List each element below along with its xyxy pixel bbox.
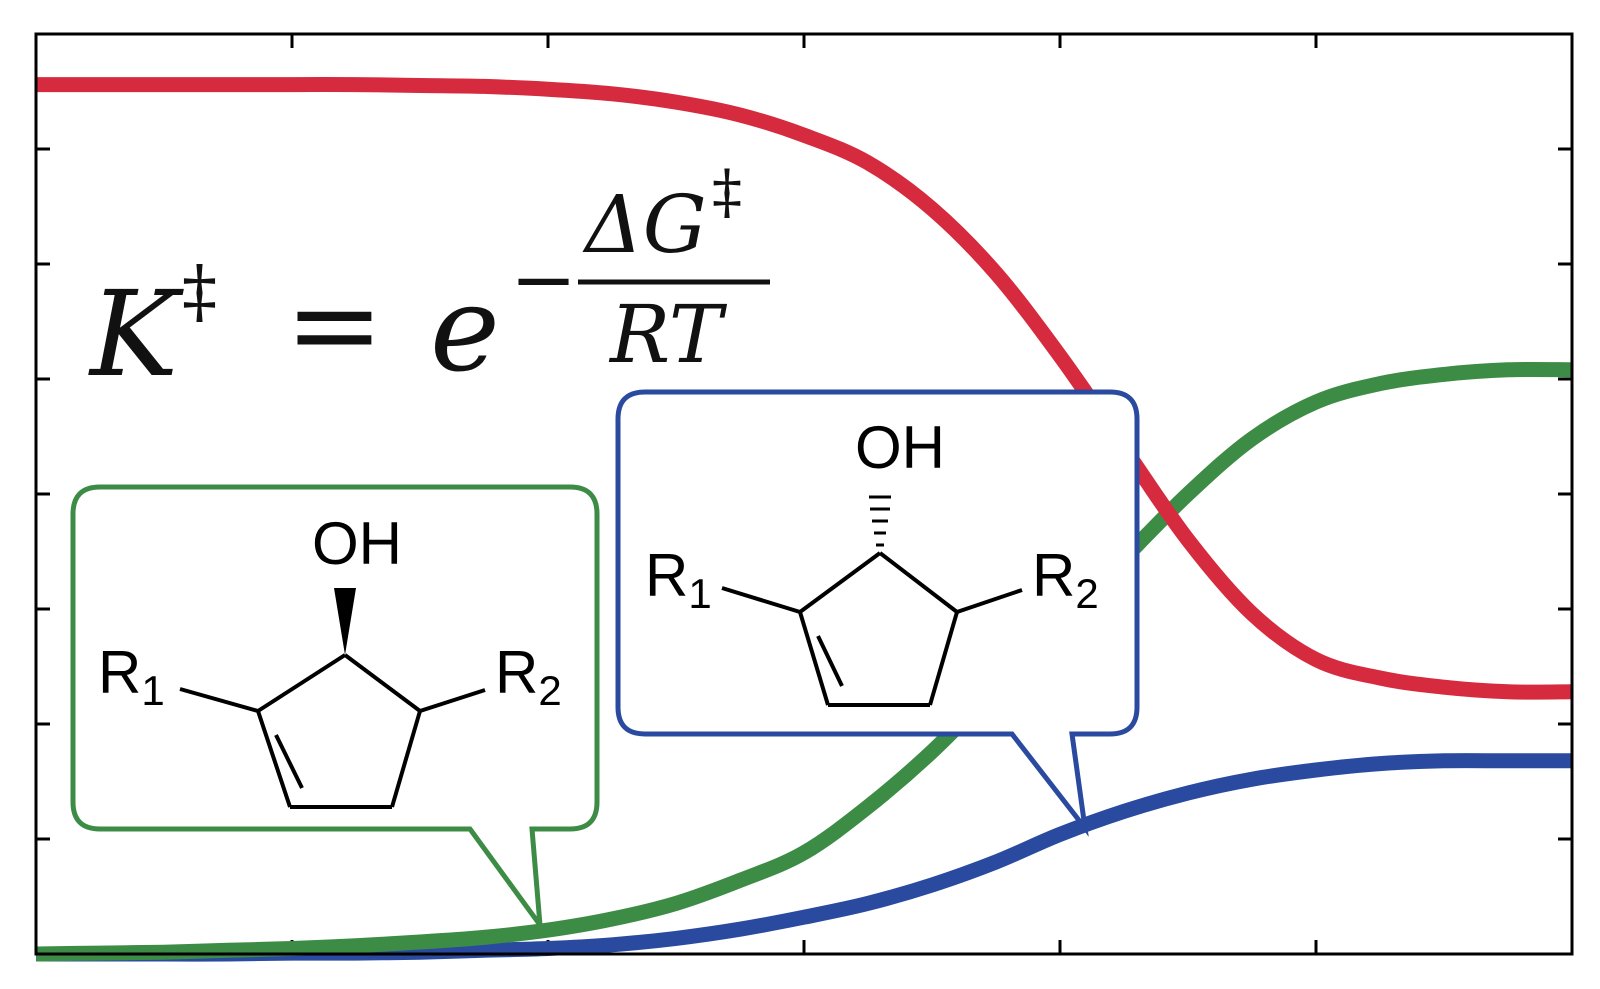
equation-lhs: K <box>88 265 184 403</box>
axis-ticks <box>36 34 1572 954</box>
callout-green-box <box>70 484 600 934</box>
rate-equation: K ‡ = e − ΔG ‡ RT <box>88 157 770 403</box>
molecule-blue-r1: R1 <box>645 542 712 617</box>
equation-equals: = <box>285 255 384 393</box>
callout-green: OH R1 R2 <box>70 484 600 934</box>
series-green-line <box>35 361 1573 962</box>
plot-frame <box>34 32 1574 956</box>
equation-lhs-dagger: ‡ <box>182 250 217 332</box>
equation-minus: − <box>510 233 577 326</box>
callout-blue-box <box>615 389 1140 837</box>
molecule-green-oh: OH <box>312 510 402 577</box>
equation-base: e <box>430 260 500 398</box>
stereo-hash <box>869 495 891 547</box>
stereo-wedge <box>334 588 356 655</box>
equation-numerator: ΔG <box>582 178 707 271</box>
molecule-green-r2: R2 <box>495 639 562 714</box>
molecule-blue-oh: OH <box>855 414 945 481</box>
series-red-line <box>36 77 1573 700</box>
callout-blue: OH R1 R2 <box>615 389 1140 837</box>
equation-denominator: RT <box>608 288 728 381</box>
molecule-green-r1: R1 <box>98 639 165 714</box>
molecule-blue-r2: R2 <box>1032 542 1099 617</box>
equation-numerator-dagger: ‡ <box>712 157 742 227</box>
molecule-green-structure <box>179 653 486 809</box>
molecule-blue-structure <box>721 551 1023 707</box>
